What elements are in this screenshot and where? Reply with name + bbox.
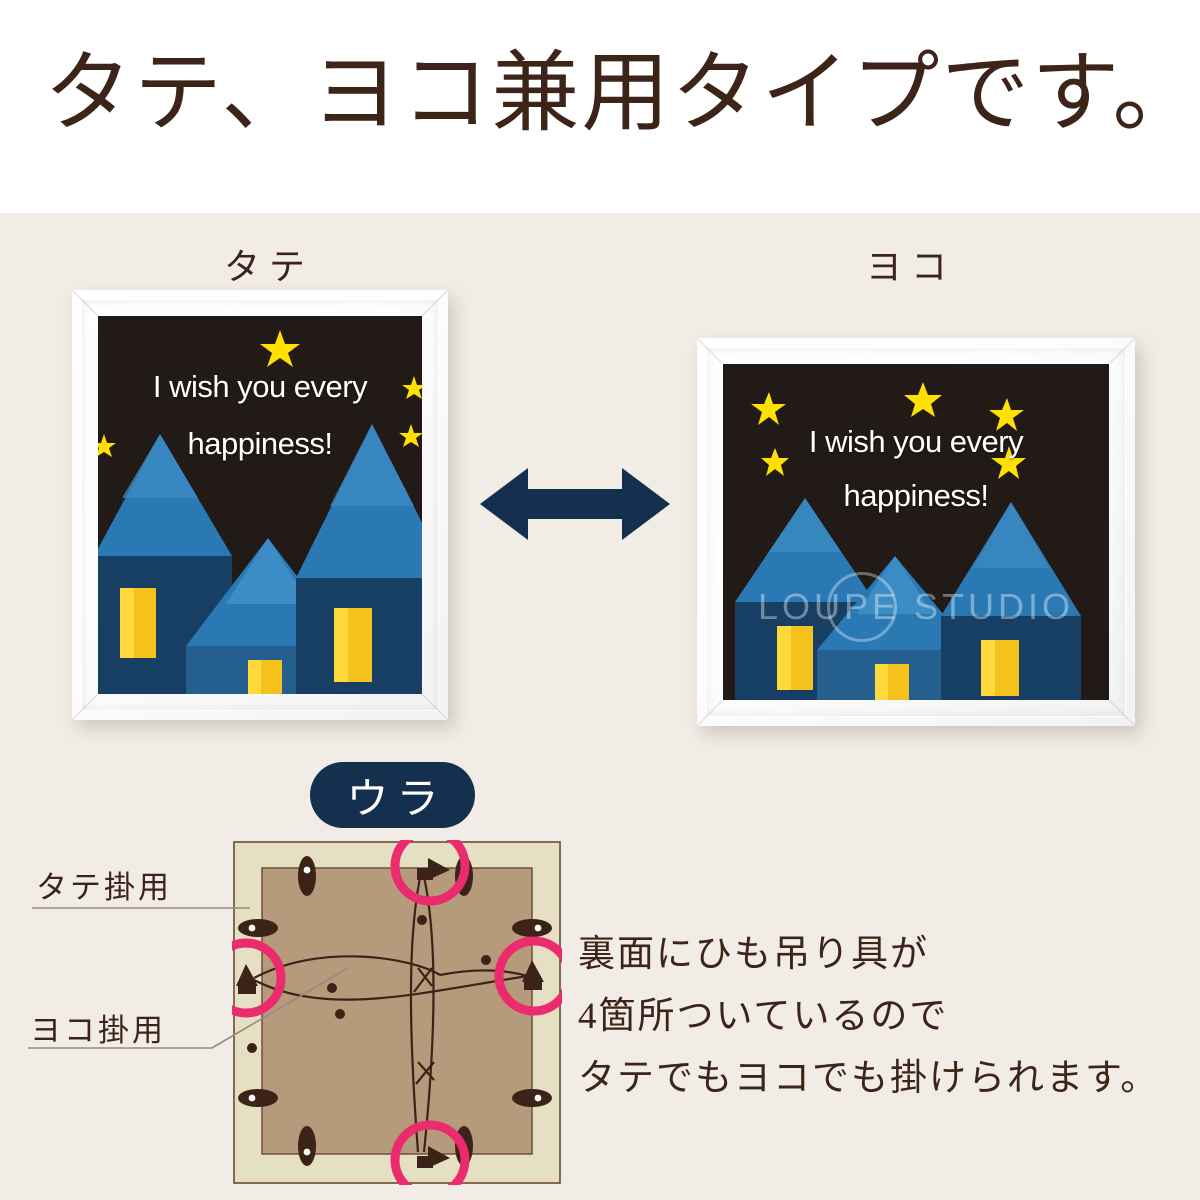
description-line-3: タテでもヨコでも掛けられます。 [578,1057,1160,1099]
caption-landscape: ヨコ [866,247,957,287]
artwork-scene-landscape [723,364,1109,700]
frame-back-diagram [232,840,562,1185]
artwork-portrait: I wish you every happiness! [98,316,422,694]
description-text: 裏面にひも吊り具が 4箇所ついているので タテでもヨコでも掛けられます。 [578,925,1159,1111]
label-horizontal-hanging: ヨコ掛用 [30,1013,166,1048]
back-side-badge: ウラ [310,762,475,828]
photo-frame-portrait: I wish you every happiness! [72,290,448,720]
photo-frame-landscape: I wish you every happiness! LOUPE STUDIO [697,338,1135,726]
label-vertical-hanging: タテ掛用 [36,870,172,905]
artwork-line-1-portrait: I wish you every [152,368,368,404]
header-band: タテ、ヨコ兼用タイプです。 [0,0,1200,213]
watermark-ring-icon [827,572,898,643]
highlight-circle-right [494,936,562,1016]
highlight-circle-bottom [390,1120,470,1185]
artwork-landscape: I wish you every happiness! LOUPE STUDIO [723,364,1109,700]
orientation-swap-arrow-icon [480,468,670,540]
highlight-circle-top [390,840,470,906]
artwork-line-1-landscape: I wish you every [808,424,1024,460]
page-title: タテ、ヨコ兼用タイプです。 [44,46,1200,143]
caption-portrait: タテ [224,247,315,287]
description-line-1: 裏面にひも吊り具が [578,934,929,975]
artwork-scene-portrait [98,316,422,694]
artwork-line-2-portrait: happiness! [187,425,333,461]
description-line-2: 4箇所ついているので [578,995,949,1037]
artwork-line-2-landscape: happiness! [843,478,989,514]
